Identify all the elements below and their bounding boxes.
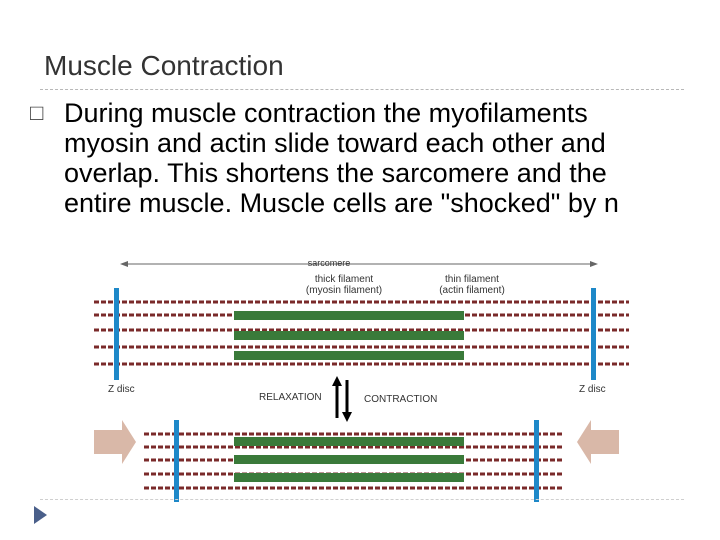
- thin-filament-label: thin filament: [445, 274, 499, 285]
- sarcomere-label: sarcomere: [308, 258, 351, 268]
- contracted-sarcomere: [94, 420, 619, 502]
- bullet-icon: □: [30, 100, 44, 125]
- myosin-filament: [234, 331, 464, 340]
- myosin-filament: [234, 473, 464, 482]
- z-disc-left: [174, 420, 179, 502]
- myosin-filament: [234, 351, 464, 360]
- slide-title: Muscle Contraction: [44, 50, 284, 81]
- myosin-filament: [234, 455, 464, 464]
- z-disc-left: [114, 288, 119, 380]
- relaxed-sarcomere: Z disc Z disc: [94, 288, 629, 395]
- z-disc-right: [534, 420, 539, 502]
- z-disc-right: [591, 288, 596, 380]
- sarcomere-diagram: sarcomere thick filament (myosin filamen…: [94, 252, 634, 502]
- slide-body: □ During muscle contraction the myofilam…: [30, 98, 630, 218]
- footer-divider: [40, 499, 684, 500]
- thick-filament-label: thick filament: [315, 274, 374, 285]
- sarcomere-left-arrowhead: [120, 261, 128, 267]
- sarcomere-right-arrowhead: [590, 261, 598, 267]
- myosin-filament: [234, 437, 464, 446]
- contraction-label: CONTRACTION: [364, 394, 437, 405]
- state-change-arrows-icon: [332, 376, 352, 422]
- myosin-filament-label: (myosin filament): [306, 285, 382, 296]
- body-paragraph: During muscle contraction the myofilamen…: [64, 98, 619, 218]
- title-divider: [40, 89, 684, 90]
- next-triangle-icon[interactable]: [34, 506, 47, 524]
- sarcomere-svg: sarcomere thick filament (myosin filamen…: [94, 258, 629, 502]
- z-disc-left-label: Z disc: [108, 384, 135, 395]
- right-compression-arrow: [577, 420, 619, 464]
- left-compression-arrow: [94, 420, 136, 464]
- myosin-filament: [234, 311, 464, 320]
- relaxation-label: RELAXATION: [259, 392, 322, 403]
- actin-filament-label: (actin filament): [439, 285, 505, 296]
- z-disc-right-label: Z disc: [579, 384, 606, 395]
